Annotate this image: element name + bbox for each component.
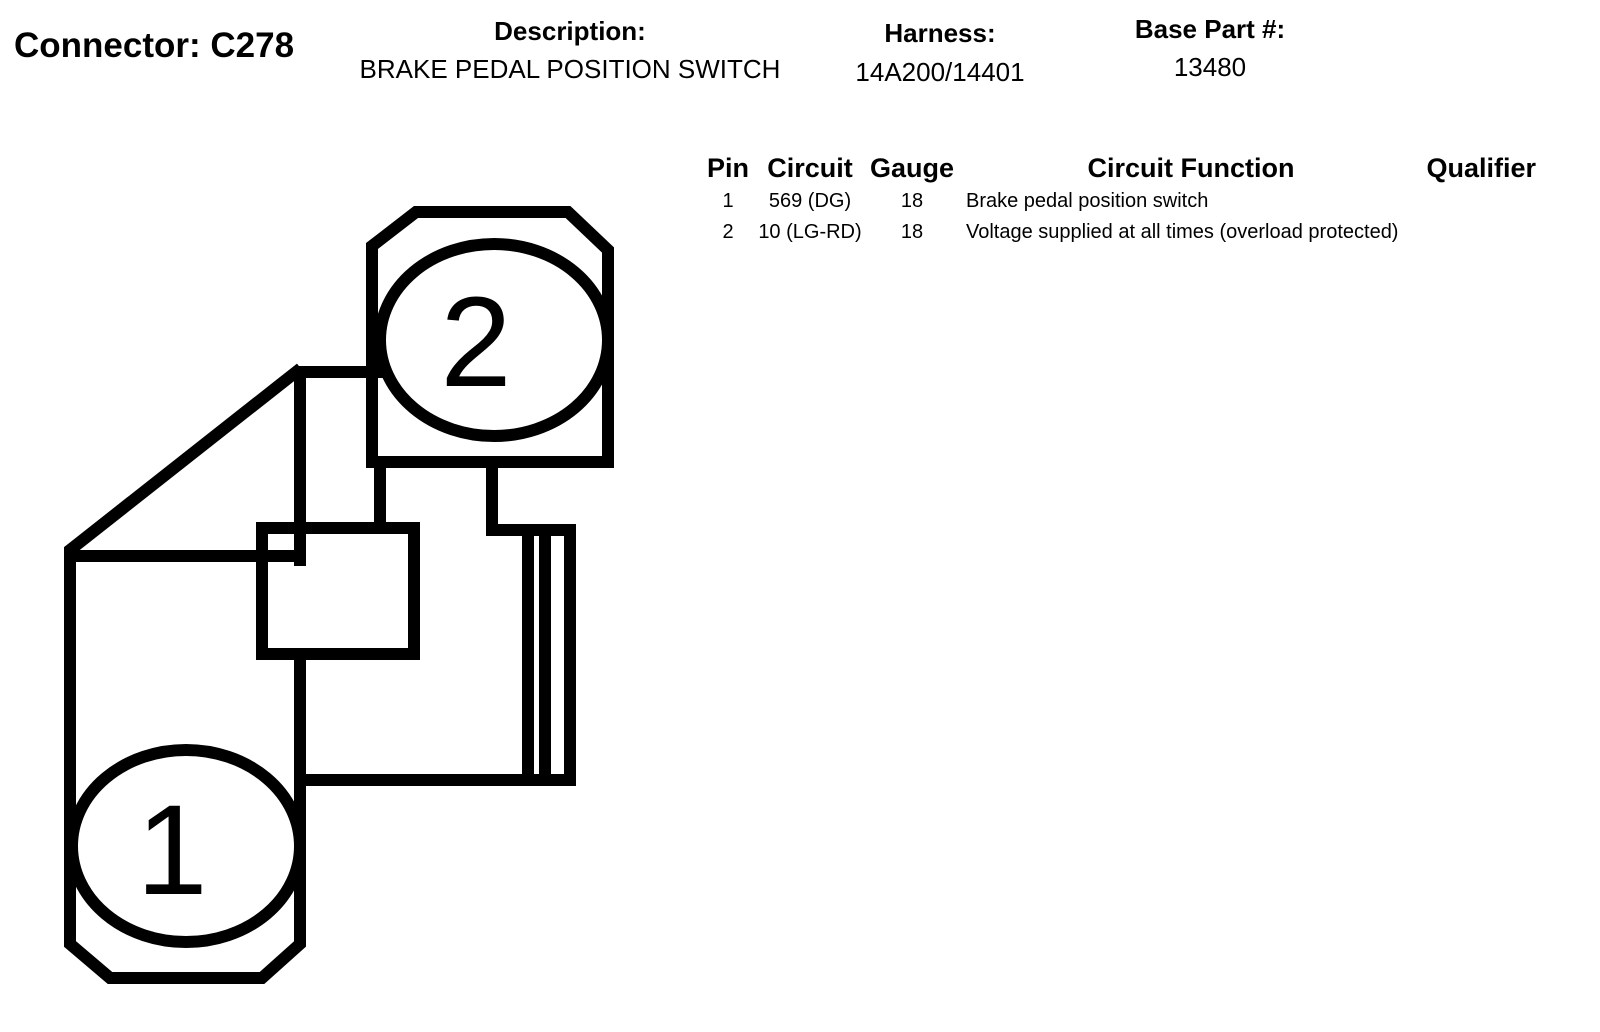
- harness-label: Harness:: [884, 18, 996, 48]
- pin-1-cavity: [66, 744, 306, 948]
- pin-table-header-row: Pin Circuit Gauge Circuit Function Quali…: [700, 150, 1536, 186]
- description-label: Description:: [494, 16, 646, 46]
- row-qualifier: [1416, 186, 1536, 217]
- header-gauge: Gauge: [869, 152, 955, 183]
- row-gauge: 18: [900, 221, 924, 243]
- row-pin: 2: [722, 221, 734, 243]
- header-pin: Pin: [706, 152, 749, 183]
- row-qualifier: [1416, 217, 1536, 248]
- row-circuit: 569 (DG): [768, 190, 852, 212]
- row-circuit: 10 (LG-RD): [758, 221, 862, 243]
- table-row: 1 569 (DG) 18 Brake pedal position switc…: [700, 186, 1536, 217]
- row-pin: 1: [722, 190, 734, 212]
- table-row: 2 10 (LG-RD) 18 Voltage supplied at all …: [700, 217, 1536, 248]
- base-part-label: Base Part #:: [1134, 14, 1286, 44]
- connector-title: Connector: C278: [14, 26, 295, 65]
- pin-1-label: 1: [136, 779, 207, 922]
- row-gauge: 18: [900, 190, 924, 212]
- harness-value: 14A200/14401: [855, 57, 1025, 87]
- pin-2-label: 2: [440, 271, 511, 414]
- connector-key: [256, 522, 420, 660]
- base-part-value: 13480: [1173, 52, 1247, 82]
- description-value: BRAKE PEDAL POSITION SWITCH: [359, 54, 781, 84]
- inner-step-left: [374, 456, 416, 534]
- header-circuit: Circuit: [767, 152, 853, 183]
- header-circuit-function: Circuit Function: [1087, 152, 1295, 183]
- row-function: Voltage supplied at all times (overload …: [966, 221, 1399, 243]
- row-function: Brake pedal position switch: [966, 190, 1209, 212]
- header-qualifier: Qualifier: [1426, 152, 1536, 183]
- upper-housing-outline: [366, 206, 614, 468]
- inner-step-right: [486, 456, 534, 536]
- pin-2-cavity: [374, 238, 614, 442]
- connector-diagram: 2 1: [64, 206, 614, 984]
- pin-table: Pin Circuit Gauge Circuit Function Quali…: [700, 150, 1536, 248]
